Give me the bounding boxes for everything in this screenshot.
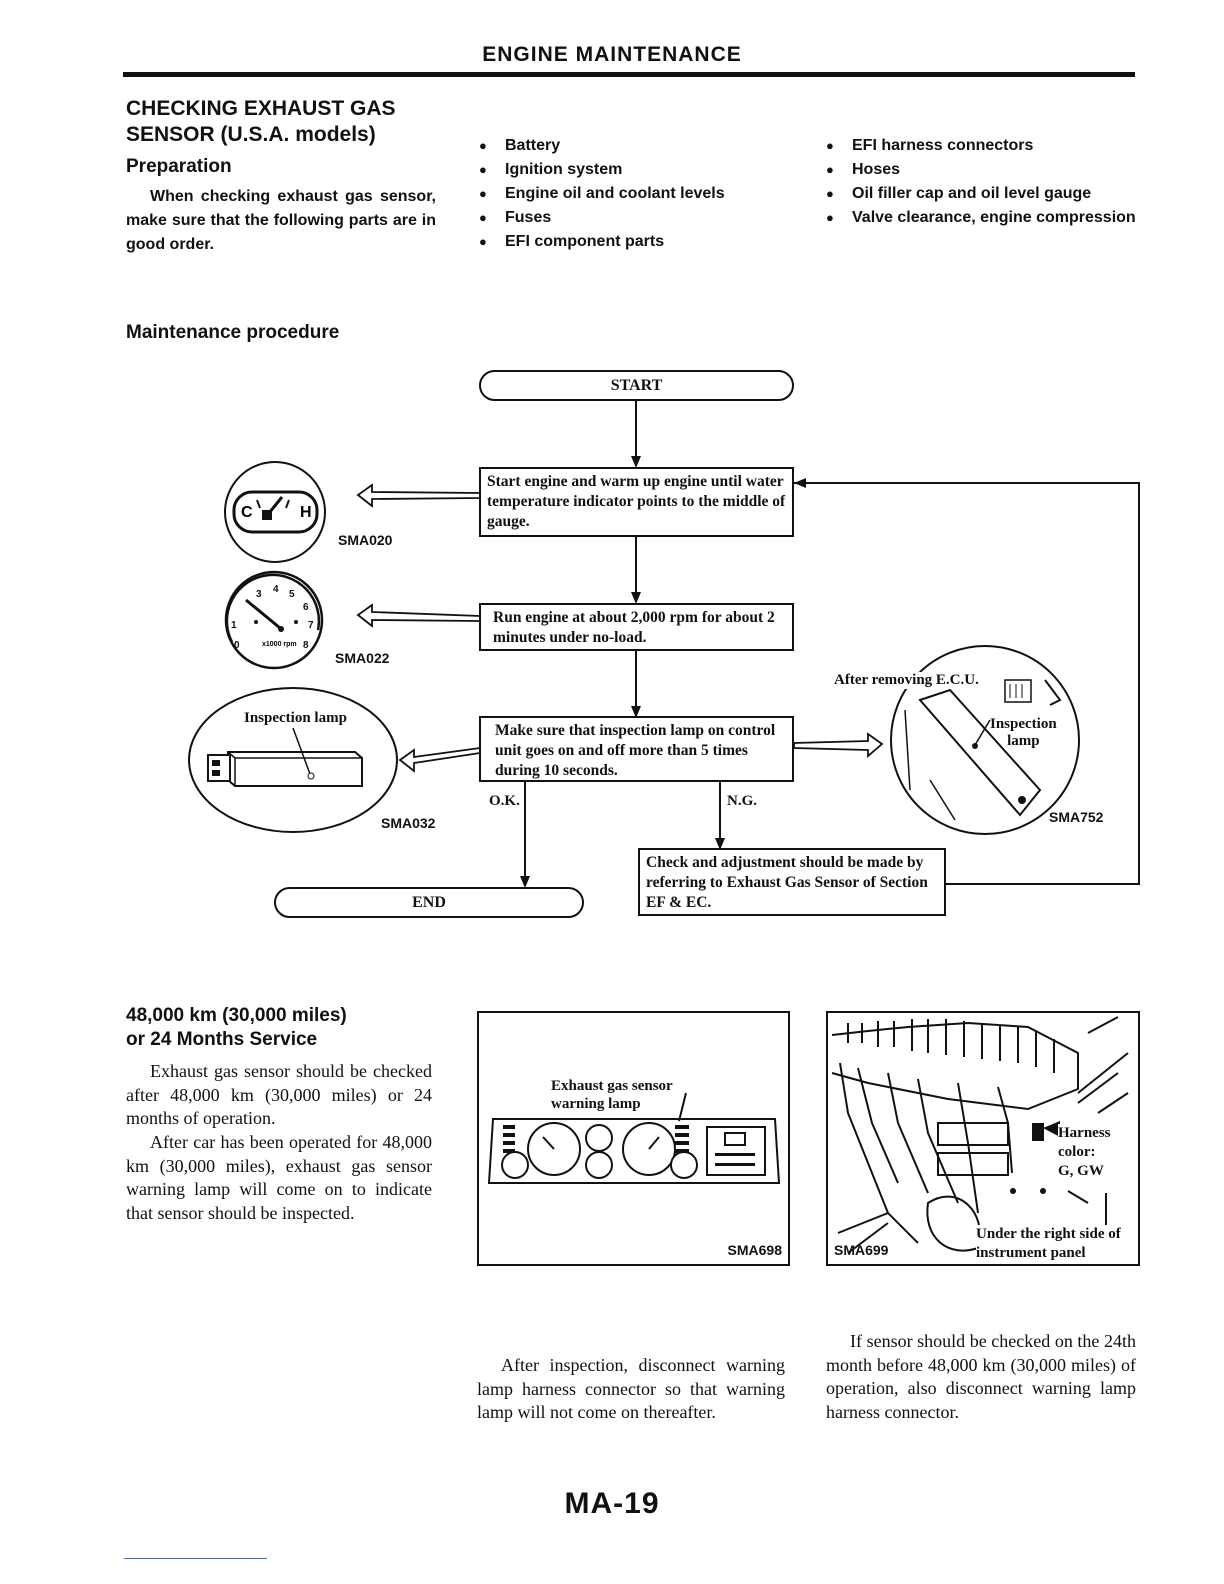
flow-step-warmup: Start engine and warm up engine until wa… xyxy=(479,467,794,537)
tach-scale-label: x1000 rpm xyxy=(262,641,297,648)
figure-code-sma752: SMA752 xyxy=(1049,809,1104,825)
service-para-3: After inspection, disconnect warning lam… xyxy=(477,1355,785,1422)
list-item: Oil filler cap and oil level gauge xyxy=(826,182,1136,206)
pointer-arrow-tach xyxy=(356,603,481,628)
list-item: Ignition system xyxy=(479,158,779,182)
list-item: Hoses xyxy=(826,158,1136,182)
flow-step-ng-adjust: Check and adjustment should be made by r… xyxy=(638,848,946,916)
flow-ok-label: O.K. xyxy=(489,793,520,809)
svg-text:3: 3 xyxy=(256,589,262,600)
header-rule xyxy=(123,72,1135,77)
flow-ng-label: N.G. xyxy=(727,793,757,809)
pointer-arrow-ecu xyxy=(793,732,884,758)
bullet-list-col2: EFI harness connectors Hoses Oil filler … xyxy=(826,134,1136,230)
figure-code-sma022: SMA022 xyxy=(335,650,390,666)
svg-text:8: 8 xyxy=(303,640,309,651)
figure-code-sma032: SMA032 xyxy=(381,815,436,831)
harness-location-line1: Under the right side of xyxy=(976,1226,1121,1242)
list-item: Valve clearance, engine compression xyxy=(826,206,1136,230)
arrowhead-down xyxy=(715,838,725,850)
bullet-list-col1: Battery Ignition system Engine oil and c… xyxy=(479,134,779,254)
flow-step-check-lamp: Make sure that inspection lamp on contro… xyxy=(479,716,794,782)
temperature-gauge-icon xyxy=(224,461,326,563)
figure-harness: Harness color: G, GW Under the right sid… xyxy=(826,1011,1140,1266)
gauge-c-label: C xyxy=(241,504,253,521)
figure-instrument-panel: Exhaust gas sensor warning lamp SMA698 xyxy=(477,1011,790,1266)
panel-label-line1: Exhaust gas sensor xyxy=(551,1078,673,1094)
section-title: CHECKING EXHAUST GAS SENSOR (U.S.A. mode… xyxy=(126,96,396,148)
harness-connector-icon xyxy=(831,1016,1129,1254)
harness-color-label: Harness color: G, GW xyxy=(1058,1124,1111,1181)
harness-location-label: Under the right side of instrument panel xyxy=(976,1225,1121,1263)
svg-text:0: 0 xyxy=(234,640,240,651)
gauge-h-label: H xyxy=(300,504,312,521)
section-title-line2: SENSOR (U.S.A. models) xyxy=(126,123,376,146)
service-heading: 48,000 km (30,000 miles) or 24 Months Se… xyxy=(126,1004,347,1052)
ecu-lamp-label-line2: lamp xyxy=(1007,733,1040,749)
procedure-heading: Maintenance procedure xyxy=(126,322,340,343)
figure-code-sma698: SMA698 xyxy=(727,1242,782,1258)
flow-end: END xyxy=(274,887,584,918)
service-heading-line1: 48,000 km (30,000 miles) xyxy=(126,1005,347,1026)
pointer-arrow-lamp xyxy=(398,746,481,773)
preparation-heading: Preparation xyxy=(126,156,232,177)
ecu-removal-label: After removing E.C.U. xyxy=(834,672,979,689)
list-item: EFI harness connectors xyxy=(826,134,1136,158)
pointer-arrow-gauge xyxy=(356,483,481,508)
figure-code-sma699: SMA699 xyxy=(834,1242,889,1258)
arrowhead-down xyxy=(631,706,641,718)
panel-warning-lamp-label: Exhaust gas sensor warning lamp xyxy=(551,1077,673,1113)
figure-code-sma020: SMA020 xyxy=(338,532,393,548)
arrowhead-left xyxy=(794,478,806,488)
service-para-1: Exhaust gas sensor should be checked aft… xyxy=(126,1061,432,1128)
harness-label-line3: G, GW xyxy=(1058,1163,1104,1179)
service-heading-line2: or 24 Months Service xyxy=(126,1029,318,1050)
ecu-lamp-label-line1: Inspection xyxy=(990,716,1057,732)
arrowhead-down xyxy=(520,876,530,888)
svg-text:7: 7 xyxy=(308,620,314,631)
harness-location-line2: instrument panel xyxy=(976,1245,1086,1261)
panel-label-line2: warning lamp xyxy=(551,1096,641,1112)
harness-label-line1: Harness xyxy=(1058,1125,1111,1141)
page-number: MA-19 xyxy=(564,1487,660,1520)
harness-label-line2: color: xyxy=(1058,1144,1096,1160)
svg-text:5: 5 xyxy=(289,589,295,600)
arrowhead-down xyxy=(631,592,641,604)
footer-rule xyxy=(124,1558,267,1559)
list-item: Engine oil and coolant levels xyxy=(479,182,779,206)
page-header-title: ENGINE MAINTENANCE xyxy=(482,43,742,66)
preparation-text: When checking exhaust gas sensor, make s… xyxy=(126,188,436,253)
control-unit-icon xyxy=(188,687,398,833)
list-item: Fuses xyxy=(479,206,779,230)
list-item: Battery xyxy=(479,134,779,158)
ecu-inspection-lamp-label: Inspection lamp xyxy=(990,716,1057,750)
svg-text:4: 4 xyxy=(273,584,279,595)
svg-text:6: 6 xyxy=(303,602,309,613)
inspection-lamp-label: Inspection lamp xyxy=(244,710,347,726)
instrument-cluster-icon xyxy=(487,1092,781,1184)
section-title-line1: CHECKING EXHAUST GAS xyxy=(126,97,396,120)
svg-text:1: 1 xyxy=(231,620,237,631)
flow-start: START xyxy=(479,370,794,401)
flow-step-run-engine: Run engine at about 2,000 rpm for about … xyxy=(479,603,794,651)
service-para-2: After car has been operated for 48,000 k… xyxy=(126,1132,432,1223)
ecu-detail-icon xyxy=(890,645,1080,835)
arrowhead-down xyxy=(631,456,641,468)
list-item: EFI component parts xyxy=(479,230,779,254)
service-para-4: If sensor should be checked on the 24th … xyxy=(826,1331,1136,1422)
